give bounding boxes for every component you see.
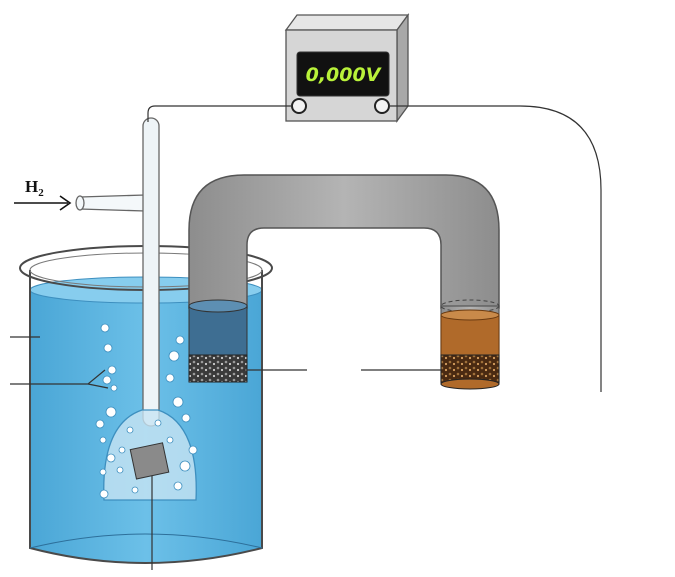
wire-right [389, 105, 602, 392]
bubble [154, 419, 162, 427]
h2-arrow-head [59, 195, 72, 211]
copper-solution [440, 314, 500, 358]
bubble [105, 406, 117, 418]
wires [147, 105, 602, 392]
bubble [106, 453, 116, 463]
gas-inlet-tube [79, 194, 146, 212]
bubble [110, 384, 118, 392]
bubble [172, 396, 184, 408]
voltmeter: 0,000V [284, 13, 410, 123]
bubble [131, 486, 139, 494]
bubble [175, 335, 185, 345]
terminal-left [291, 98, 307, 114]
voltmeter-top [284, 14, 410, 31]
wire-left [147, 105, 292, 122]
voltmeter-reading: 0,000V [306, 64, 382, 86]
beaker-bottom-back [29, 533, 263, 549]
voltmeter-side [396, 13, 409, 123]
terminal-right [374, 98, 390, 114]
hydrogen-bubbles [95, 323, 198, 499]
bubble [99, 436, 107, 444]
electrode-tube [142, 117, 160, 427]
gas-inlet-label: H2 [14, 177, 72, 211]
hydrogen-electrode [75, 117, 197, 501]
bubble [166, 436, 174, 444]
label-leader-lines [10, 336, 441, 570]
bubble [95, 419, 105, 429]
bubble [99, 468, 107, 476]
bubble [102, 375, 112, 385]
bubble [103, 343, 113, 353]
salt-bridge-tube [188, 174, 500, 309]
platinum-plate [129, 442, 170, 480]
voltmeter-display [296, 51, 390, 97]
salt-bridge [188, 174, 500, 390]
bubble [126, 426, 134, 434]
bubble [181, 413, 191, 423]
bubble [188, 445, 198, 455]
bridge-left-plug [188, 354, 248, 383]
beaker-wall [29, 270, 263, 564]
bubble [168, 350, 180, 362]
bubble [99, 489, 109, 499]
bubble [165, 373, 175, 383]
bubble [118, 446, 126, 454]
leader-bubbles [10, 369, 109, 389]
h2-label: H2 [25, 177, 44, 199]
bubble [116, 466, 124, 474]
bubble [100, 323, 110, 333]
bubble [107, 365, 117, 375]
bubble [173, 481, 183, 491]
bubble [179, 460, 191, 472]
